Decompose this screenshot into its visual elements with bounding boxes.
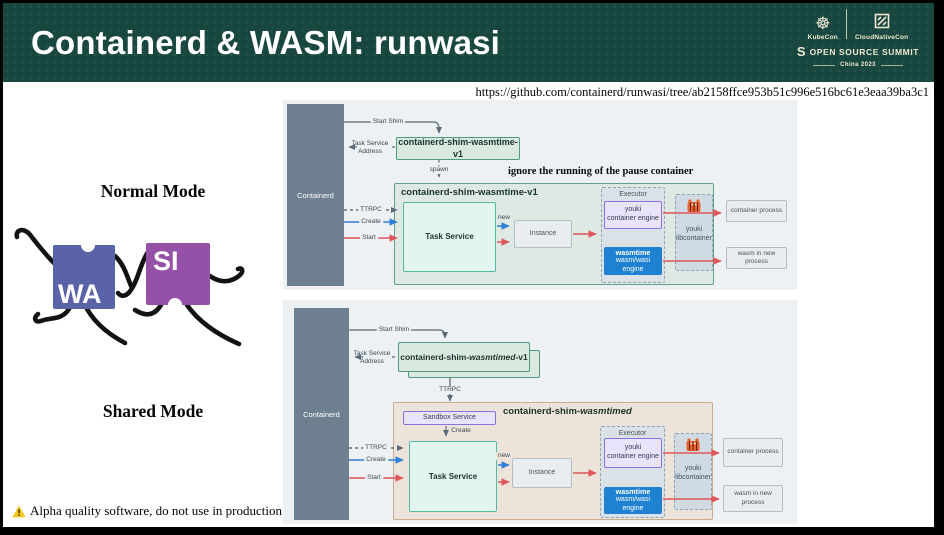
start-label: Start (365, 474, 383, 482)
kubecon-helm-icon: ☸ (815, 14, 831, 33)
edition-label: China 2023 (840, 62, 876, 68)
libcontainer-label: youki libcontainer (675, 465, 711, 482)
normal-mode-diagram: Containerd containerd-shim-wasmtime-v1 c… (283, 100, 797, 290)
youki-engine-box: youki container engine (604, 438, 662, 468)
wa-label: WA (58, 279, 102, 309)
containerd-bar: Containerd (294, 308, 349, 520)
wasm-process-box: wasm in new process (723, 485, 783, 512)
youki-crab-icon (686, 438, 700, 451)
conference-logos: ☸ KubeCon CloudNativeCon S OPEN SOURCE S… (794, 9, 922, 68)
logo-divider (845, 9, 847, 39)
slide-inner: Containerd & WASM: runwasi ☸ KubeCon Clo… (3, 3, 934, 527)
open-source-summit-label: OPEN SOURCE SUMMIT (809, 47, 920, 57)
sandbox-service-box: Sandbox Service (403, 411, 496, 425)
wasmtime-engine-box: wasmtime wasm/wasi engine (604, 247, 662, 275)
task-service-box: Task Service (409, 441, 497, 512)
page-title: Containerd & WASM: runwasi (31, 24, 501, 61)
container-process-box: container process (726, 200, 787, 222)
mascot-limbs (14, 227, 245, 347)
shim-binary-box: containerd-shim-wasmtime-v1 (396, 137, 520, 160)
wasm-process-box: wasm in new process (726, 247, 787, 269)
logo-row: ☸ KubeCon CloudNativeCon (794, 9, 922, 41)
ttrpc-label: TTRPC (363, 444, 389, 452)
start-label: Start (360, 234, 378, 242)
youki-crab-icon (687, 199, 701, 212)
edition-dash-left (813, 64, 836, 66)
spawn-label: spawn (427, 166, 451, 174)
shim-process-title: containerd-shim-wasmtime-v1 (401, 187, 538, 198)
cloudnativecon-logo: CloudNativeCon (855, 13, 908, 41)
pause-container-note: ignore the running of the pause containe… (508, 166, 694, 177)
container-process-box: container process (723, 438, 783, 467)
kubecon-label: KubeCon (807, 34, 838, 41)
start-shim-label: Start Shim (376, 326, 412, 334)
libcontainer-box: youki libcontainer (674, 433, 712, 510)
libcontainer-label: youki libcontainer (676, 226, 712, 243)
create-label: Create (359, 218, 383, 226)
executor-label: Executor (619, 191, 647, 198)
shared-mode-diagram: Containerd containerd-shim-wasmtimed-v1 … (283, 300, 797, 524)
warning-icon (12, 505, 26, 517)
si-label: SI (153, 246, 179, 276)
ttrpc-label: TTRPC (358, 206, 384, 214)
cloudnativecon-label: CloudNativeCon (854, 34, 909, 41)
create-label: Create (364, 456, 388, 464)
new-label: new (496, 452, 512, 460)
slide-header: Containerd & WASM: runwasi ☸ KubeCon Clo… (3, 3, 934, 82)
instance-box: Instance (514, 220, 572, 248)
task-service-box: Task Service (403, 202, 496, 272)
wasi-mascot-illustration: WA SI (14, 227, 245, 347)
shim-daemon-title: containerd-shim-wasmtimed (503, 406, 632, 417)
cloudnativecon-cube-icon (874, 13, 890, 33)
task-service-address-label: Task Service Address (351, 140, 389, 156)
executor-label: Executor (618, 430, 647, 437)
github-url: https://github.com/containerd/runwasi/tr… (475, 85, 929, 99)
alpha-warning: Alpha quality software, do not use in pr… (12, 503, 285, 519)
start-shim-label: Start Shim (370, 118, 406, 126)
open-source-summit-icon: S (796, 44, 806, 59)
si-block: SI (146, 243, 210, 312)
new-label: new (496, 214, 512, 222)
normal-mode-heading: Normal Mode (100, 181, 206, 201)
libcontainer-box: youki libcontainer (675, 194, 713, 271)
shim-binary-box: containerd-shim-wasmtimed-v1 (398, 342, 530, 372)
shared-mode-heading: Shared Mode (102, 401, 204, 421)
task-service-address-label: Task Service Address (353, 350, 391, 366)
edition-row: China 2023 (794, 62, 922, 68)
wa-block: WA (53, 238, 115, 309)
wasmtime-engine-box: wasmtime wasm/wasi engine (604, 487, 662, 514)
edition-dash-right (880, 64, 903, 66)
kubecon-logo: ☸ KubeCon (807, 14, 838, 42)
youki-engine-box: youki container engine (604, 201, 662, 229)
containerd-bar: Containerd (287, 104, 344, 286)
alpha-warning-text: Alpha quality software, do not use in pr… (30, 503, 286, 518)
instance-box: Instance (512, 458, 572, 488)
open-source-summit-logo: S OPEN SOURCE SUMMIT (794, 44, 922, 59)
ttrpc-vertical-label: TTRPC (437, 386, 463, 394)
create-vertical-label: Create (449, 427, 473, 435)
